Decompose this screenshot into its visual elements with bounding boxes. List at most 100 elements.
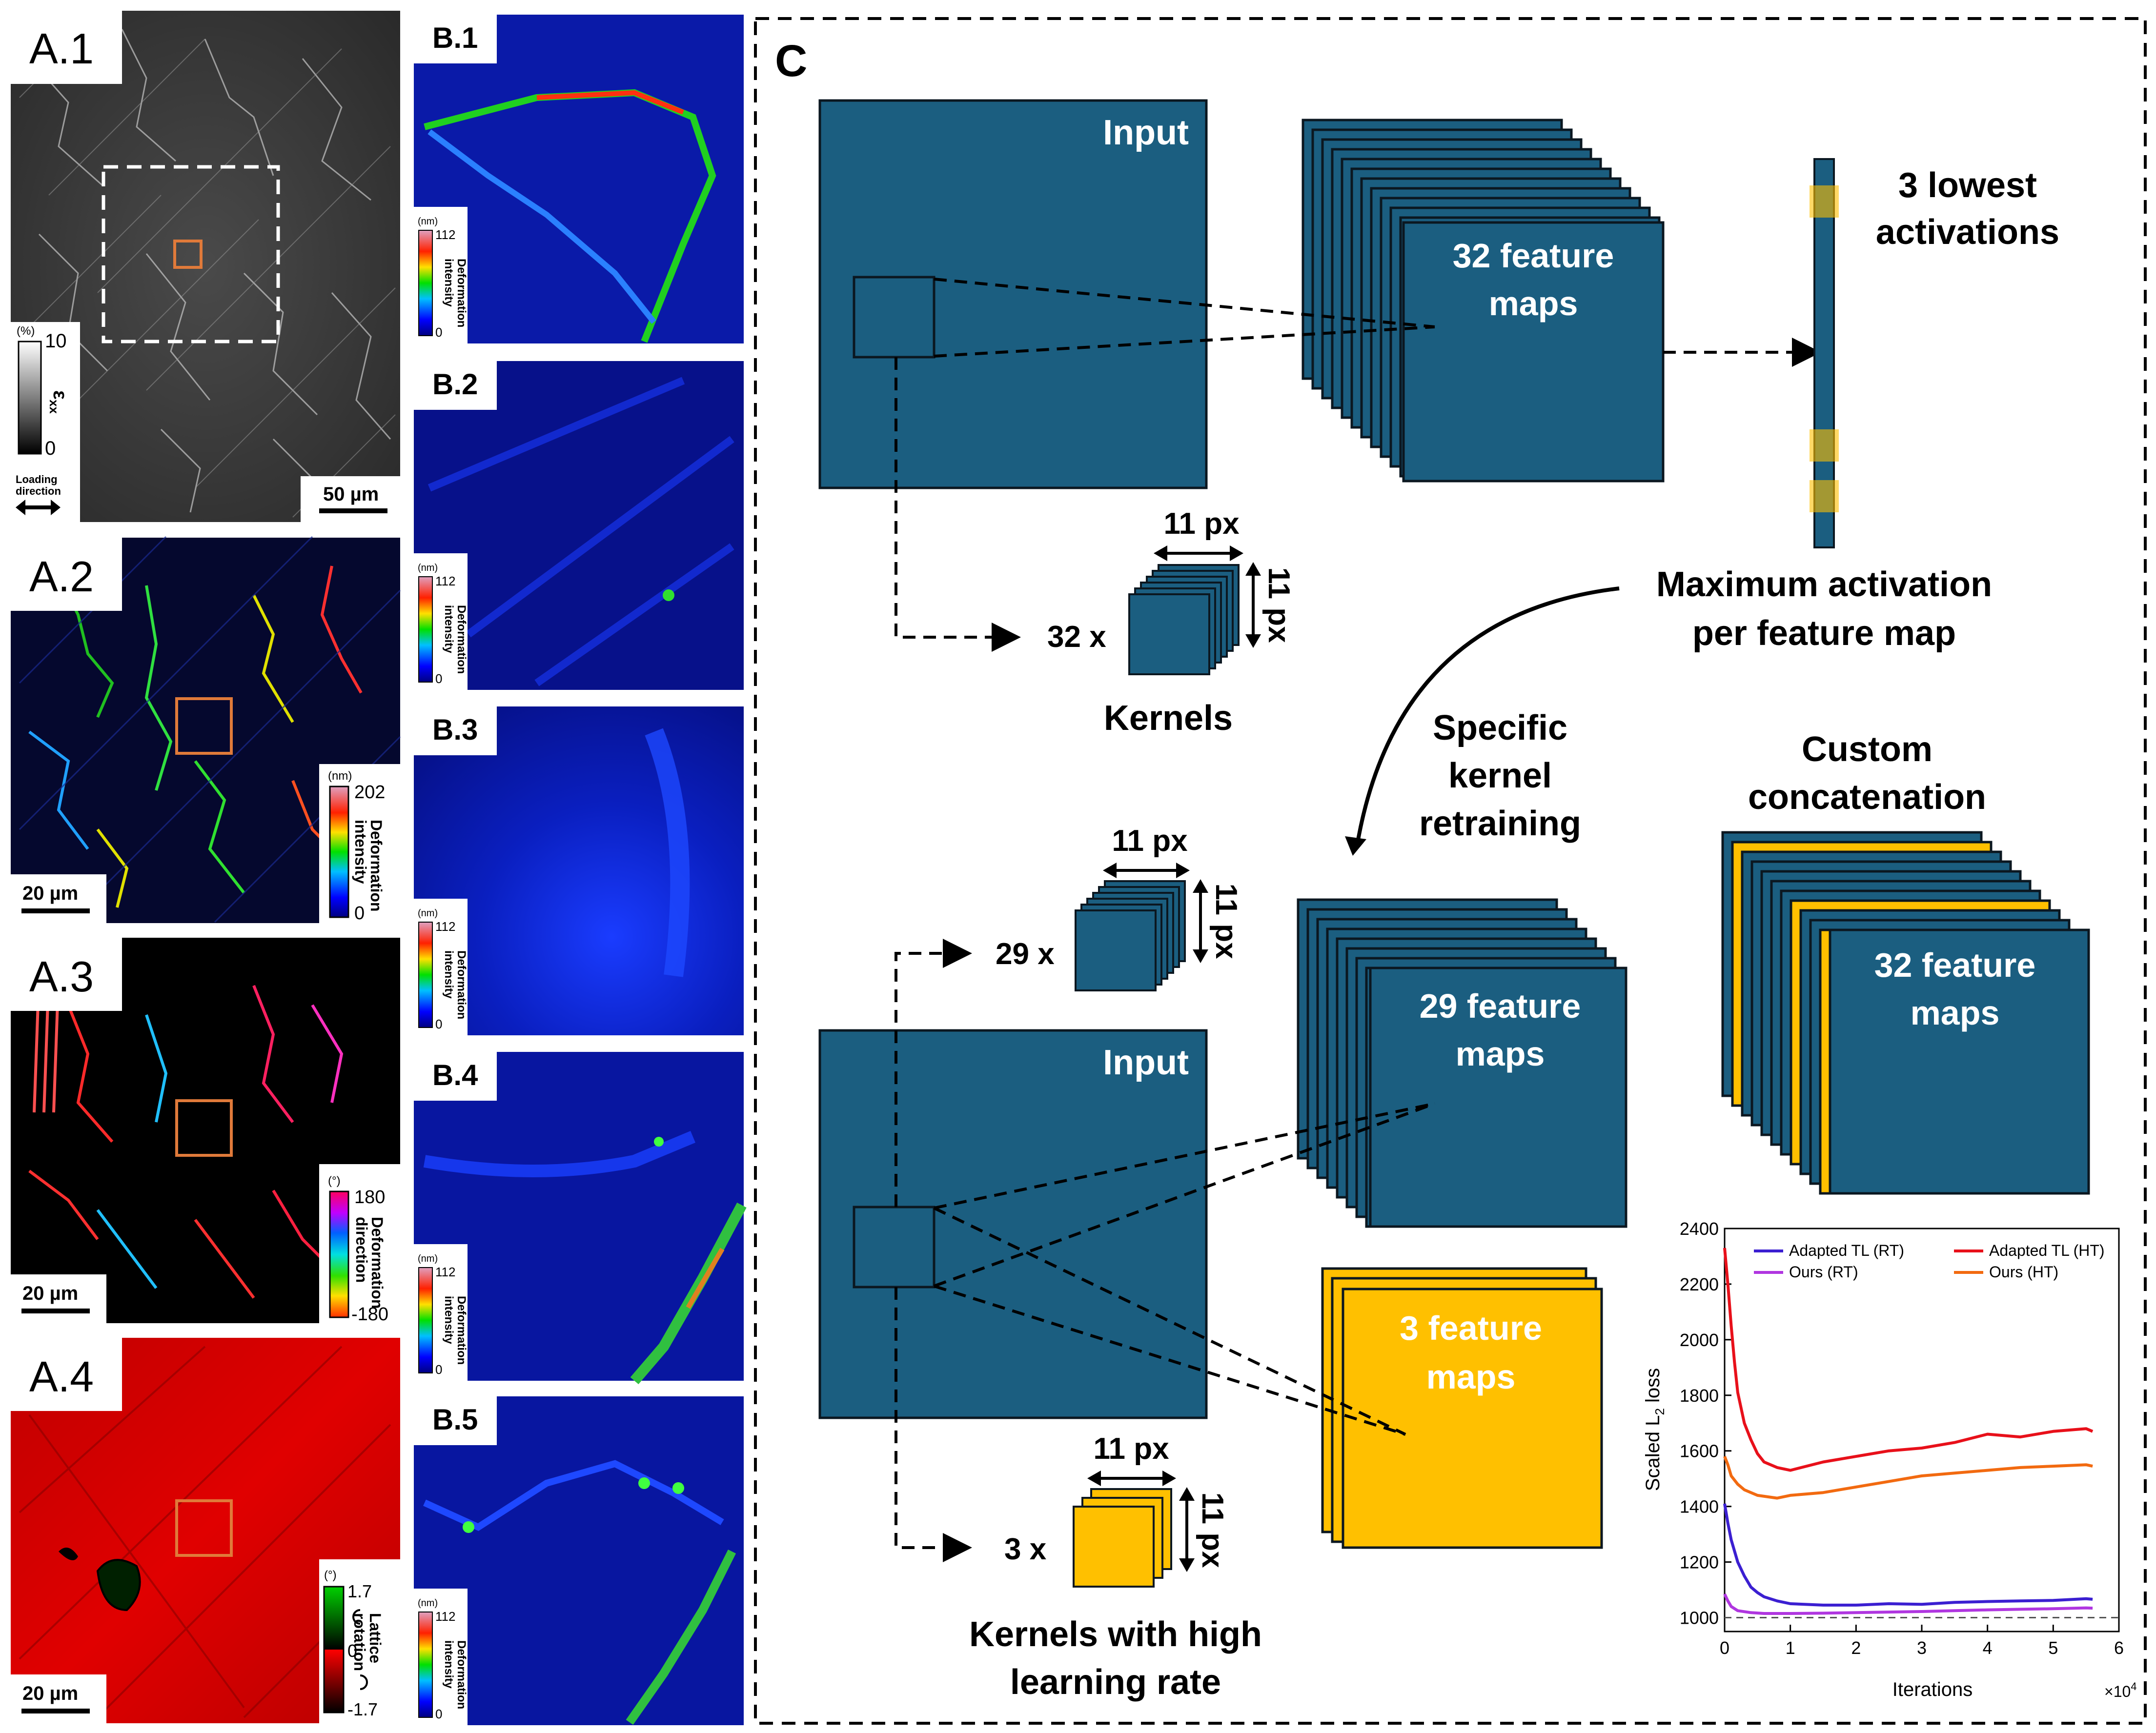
kernel-stack-29 bbox=[1075, 880, 1186, 991]
colorbar-title: Deformation bbox=[455, 950, 468, 1019]
label-bg bbox=[414, 361, 497, 410]
roi-dashed-box bbox=[102, 165, 280, 343]
colorbar-title: Deformation bbox=[455, 605, 468, 674]
colorbar-max: 112 bbox=[435, 574, 455, 588]
kernel-size-v: 11 px bbox=[1262, 567, 1296, 643]
retraining-label-2: kernel bbox=[1448, 756, 1552, 795]
panel-b1: B.1 (nm) 112 0 Deformation intensity bbox=[414, 15, 744, 343]
label-bg bbox=[11, 11, 122, 84]
colorbar-title: Deformation bbox=[455, 259, 468, 327]
colorbar-unit: (°) bbox=[324, 1569, 337, 1582]
colorbar-min: -180 bbox=[351, 1304, 388, 1325]
kernel29-size-h: 11 px bbox=[1112, 824, 1188, 858]
kernel-stack-32 bbox=[1128, 564, 1240, 675]
colorbar-min: 0 bbox=[435, 671, 442, 686]
colorbar-unit: (nm) bbox=[418, 563, 438, 573]
retraining-label-3: retraining bbox=[1419, 804, 1581, 843]
feature-map-stack-29 bbox=[1297, 898, 1627, 1228]
colorbar-max: 10 bbox=[45, 330, 67, 352]
scalebar bbox=[21, 908, 90, 913]
band bbox=[423, 1131, 695, 1177]
input-label-bottom: Input bbox=[1103, 1043, 1189, 1082]
loading-label-2: direction bbox=[16, 485, 61, 497]
rotation-ccw-icon bbox=[352, 1609, 361, 1625]
kernel3-size-v: 11 px bbox=[1196, 1492, 1229, 1568]
input-block-bottom bbox=[818, 1029, 1208, 1419]
projection-lines bbox=[895, 278, 1821, 652]
colorbar-title: Deformation bbox=[455, 1296, 468, 1365]
kernel29-count: 29 x bbox=[996, 937, 1055, 971]
concatenation-label: Custom bbox=[1802, 730, 1932, 769]
colorbar-unit: (nm) bbox=[418, 1253, 438, 1264]
kernel-window bbox=[853, 276, 936, 359]
colorbar-max: 112 bbox=[435, 227, 455, 242]
band-2 bbox=[630, 1202, 747, 1385]
panel-a3: A.3 (°) 180 -180 Deformation direction 2… bbox=[11, 938, 400, 1325]
colorbar-mid: 0 bbox=[347, 1641, 357, 1661]
panel-b3: B.3 (nm) 112 0 Deformation intensity bbox=[414, 706, 744, 1035]
colorbar bbox=[418, 1267, 433, 1373]
low-activation-highlight-3 bbox=[1810, 480, 1839, 512]
colorbar-unit: (%) bbox=[17, 324, 35, 338]
y-tick-label: 1400 bbox=[1680, 1497, 1719, 1517]
panel-label: A.1 bbox=[29, 24, 94, 73]
kernel29-size-v: 11 px bbox=[1209, 883, 1243, 959]
rotation-cw-icon bbox=[360, 1674, 368, 1690]
kernel-window-bottom bbox=[853, 1206, 936, 1289]
concatenation-label-2: concatenation bbox=[1748, 778, 1986, 817]
concat-maps-label: 32 feature bbox=[1874, 946, 2036, 984]
kernel-count: 32 x bbox=[1047, 620, 1106, 654]
legend-label: Ours (RT) bbox=[1789, 1263, 1858, 1281]
hotspot bbox=[463, 1521, 474, 1533]
broad-band bbox=[645, 728, 690, 977]
y-tick-label: 2400 bbox=[1680, 1219, 1719, 1239]
concatenated-stack bbox=[1721, 831, 2090, 1195]
x-tick-label: 2 bbox=[1851, 1638, 1861, 1658]
colorbar-min: 0 bbox=[45, 438, 56, 459]
scalebar-bg bbox=[11, 1674, 106, 1723]
legend-label: Adapted TL (RT) bbox=[1789, 1242, 1904, 1259]
panel-label: B.1 bbox=[432, 21, 478, 54]
roi-orange-box bbox=[173, 240, 203, 269]
series-line bbox=[1723, 1248, 2094, 1472]
colorbar-unit: (nm) bbox=[418, 216, 438, 227]
legend-label: Adapted TL (HT) bbox=[1989, 1242, 2105, 1259]
series bbox=[1723, 1248, 2094, 1615]
colorbar-title-2: direction bbox=[353, 1217, 370, 1283]
colorbar-max: 112 bbox=[435, 1265, 455, 1279]
colorbar-max: 202 bbox=[354, 782, 385, 803]
maps3-label-2: maps bbox=[1426, 1358, 1516, 1396]
label-bg bbox=[414, 15, 497, 63]
panel-c: C Input 32 feature maps 3 lowest act bbox=[754, 17, 2147, 1725]
colorbar-max: 180 bbox=[354, 1187, 385, 1208]
colorbar-title-2: intensity bbox=[442, 259, 455, 307]
zoom-map bbox=[414, 15, 744, 343]
roi-orange-box bbox=[175, 1499, 233, 1557]
input-label: Input bbox=[1103, 113, 1189, 152]
panel-a4: A.4 (°) 1.7 0 -1.7 Lattice rotation 20 µ… bbox=[11, 1338, 400, 1723]
low-activation-highlight-2 bbox=[1810, 429, 1839, 462]
colorbar-min: 0 bbox=[435, 325, 442, 340]
colorbar-title: Lattice bbox=[366, 1613, 384, 1663]
low-activation-highlight bbox=[1810, 185, 1839, 218]
colorbar bbox=[418, 922, 433, 1028]
retraining-label: Specific bbox=[1433, 708, 1567, 747]
label-bg bbox=[11, 938, 122, 1011]
colorbar-max: 112 bbox=[435, 1609, 455, 1624]
colorbar bbox=[329, 786, 349, 918]
y-tick-label: 1600 bbox=[1680, 1441, 1719, 1461]
scalebar-bg bbox=[301, 476, 400, 522]
kernel-stack-3 bbox=[1073, 1488, 1172, 1588]
legend-label: Ours (HT) bbox=[1989, 1263, 2058, 1281]
loading-arrowheads bbox=[16, 500, 61, 515]
kernels-label: Kernels bbox=[1104, 699, 1233, 738]
y-tick-label: 2000 bbox=[1680, 1330, 1719, 1350]
x-tick-label: 0 bbox=[1720, 1638, 1729, 1658]
feature-maps-label-2: maps bbox=[1489, 284, 1578, 322]
x-tick-label: 6 bbox=[2114, 1638, 2124, 1658]
panel-a1: A.1 (%) 10 0 εxx Loading direction 50 µm bbox=[11, 11, 400, 522]
